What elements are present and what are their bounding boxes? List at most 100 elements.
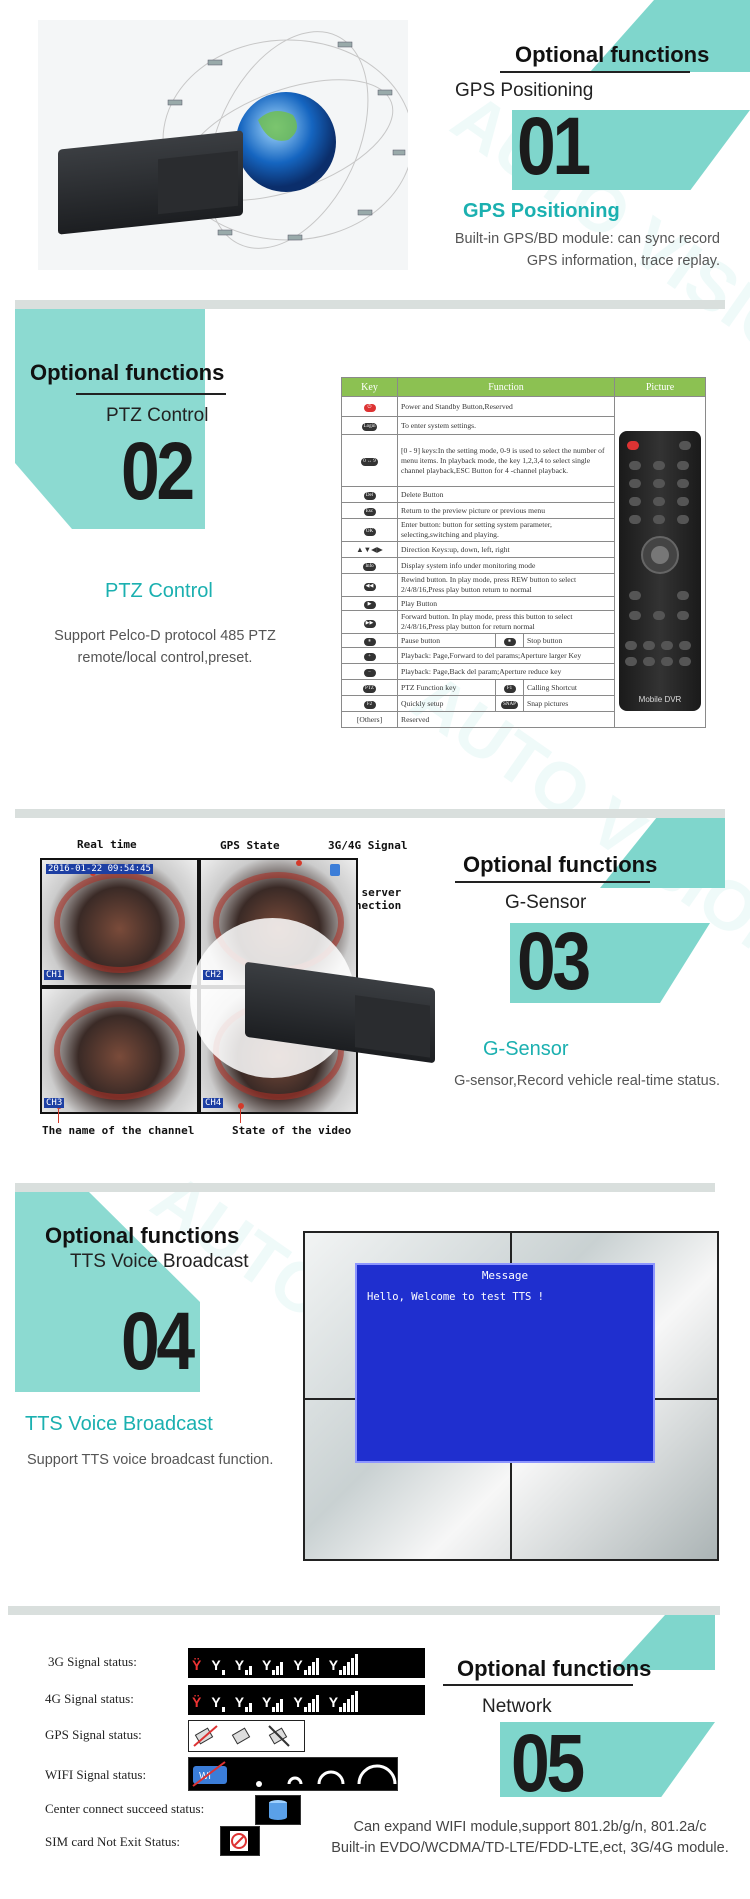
- signal-icon-5: Y: [329, 1690, 359, 1712]
- remote-key: [653, 515, 665, 524]
- remote-key: [677, 515, 689, 524]
- divider: [15, 300, 725, 309]
- title-underline: [455, 881, 650, 883]
- remote-key: [677, 591, 689, 600]
- function-cell: Quickly setup: [396, 695, 497, 712]
- status-label-center: Center connect succeed status:: [45, 1801, 205, 1816]
- section-number: 03: [517, 916, 591, 1007]
- function-cell: To enter system settings.: [397, 416, 615, 435]
- remote-login-button: [679, 441, 691, 450]
- feature-description: Built-in GPS/BD module: can sync record …: [400, 228, 720, 272]
- key-cell: OK: [341, 518, 398, 542]
- server-connected-icon: [255, 1795, 301, 1825]
- minus-key-icon: −: [363, 669, 376, 677]
- antenna-icon: Ÿ: [192, 1694, 202, 1710]
- table-row: 0 ↔ 9 [0 - 9] keys:In the setting mode, …: [341, 434, 706, 487]
- table-row: ▲▼◀▶ Direction Keys:up, down, left, righ…: [341, 541, 706, 558]
- satellite-icon: [193, 1725, 290, 1747]
- signal-icon-2: Y: [234, 1690, 253, 1712]
- forward-key-icon: ▶▶: [363, 619, 376, 628]
- feature-description: G-sensor,Record vehicle real-time status…: [454, 1073, 720, 1089]
- play-key-icon: ▶: [363, 601, 376, 609]
- table-row: Del Delete Button: [341, 486, 706, 503]
- key-cell: F2: [341, 695, 398, 712]
- camera-view-ch3: [42, 989, 197, 1112]
- antenna-icon: Y: [293, 1657, 303, 1673]
- channel-label: CH3: [44, 1098, 65, 1108]
- remote-key: [629, 497, 641, 506]
- signal-bar: [280, 1662, 284, 1675]
- antenna-icon: Y: [262, 1657, 272, 1673]
- antenna-icon: Y: [262, 1694, 272, 1710]
- table-header: Function: [397, 377, 615, 397]
- signal-bar: [315, 1695, 319, 1712]
- signal-strip-4g: Ÿ Y Y Y Y Y: [188, 1685, 425, 1715]
- remote-key: [629, 479, 641, 488]
- signal-bar: [221, 1670, 225, 1675]
- signal-bar: [355, 1654, 359, 1675]
- signal-strip-3g: Ÿ Y Y Y Y Y: [188, 1648, 425, 1678]
- signal-bar: [343, 1666, 347, 1675]
- remote-key: [679, 641, 691, 650]
- function-cell: Stop button: [523, 633, 615, 648]
- feature-description: Support Pelco-D protocol 485 PTZ remote/…: [30, 625, 300, 669]
- remote-key: [661, 657, 673, 666]
- ptz-key-icon: PTZ: [363, 685, 376, 693]
- table-row: − Playback: Page,Back del param;Aperture…: [341, 663, 706, 680]
- function-cell: Pause button: [396, 633, 497, 648]
- tts-message-dialog: Message Hello, Welcome to test TTS !: [355, 1263, 655, 1463]
- desc-line: Built-in GPS/BD module: can sync record: [454, 231, 720, 247]
- title-underline: [76, 393, 226, 395]
- signal-icon-4: Y: [293, 1653, 319, 1675]
- del-key-icon: Del: [363, 492, 376, 500]
- function-cell: Display system info under monitoring mod…: [397, 557, 615, 574]
- annotation-gps-state: GPS State: [220, 839, 280, 852]
- pause-key-icon: ⏸: [363, 638, 376, 646]
- signal-icon-5: Y: [329, 1653, 359, 1675]
- function-cell: Snap pictures: [523, 695, 615, 712]
- signal-bar: [343, 1703, 347, 1712]
- remote-ok-button: [651, 546, 669, 564]
- annotation-marker: [238, 1103, 244, 1109]
- sim-missing-icon: [220, 1826, 260, 1856]
- function-cell: Reserved: [397, 711, 615, 728]
- dialog-message: Hello, Welcome to test TTS !: [367, 1291, 545, 1303]
- key-cell: [Others]: [341, 711, 398, 728]
- signal-bar: [339, 1707, 343, 1712]
- signal-bar: [351, 1658, 355, 1675]
- info-key-icon: Info: [363, 563, 376, 571]
- feature-title: G-Sensor: [483, 1038, 569, 1060]
- desc-line: Support Pelco-D protocol 485 PTZ: [54, 628, 276, 644]
- remote-key: [677, 497, 689, 506]
- section-gps: Optional functions GPS Positioning 01 GP…: [0, 0, 750, 300]
- signal-bar: [339, 1670, 343, 1675]
- signal-icon-2: Y: [234, 1653, 253, 1675]
- channel-label: CH2: [203, 970, 224, 980]
- antenna-icon: Y: [234, 1657, 245, 1673]
- remote-key: [643, 657, 655, 666]
- signal-bar: [311, 1699, 315, 1712]
- key-cell: ▲▼◀▶: [341, 541, 398, 558]
- section-tts: Optional functions TTS Voice Broadcast 0…: [0, 1175, 750, 1595]
- ok-key-icon: OK: [363, 527, 376, 536]
- antenna-icon: Y: [234, 1694, 245, 1710]
- key-cell: Info: [341, 557, 398, 574]
- remote-key: [629, 515, 641, 524]
- feature-description: Support TTS voice broadcast function.: [27, 1452, 274, 1468]
- annotation-marker: [296, 860, 302, 866]
- function-cell: Delete Button: [397, 486, 615, 503]
- function-cell: Rewind button. In play mode, press REW b…: [397, 573, 615, 597]
- signal-icon-3: Y: [262, 1653, 284, 1675]
- function-cell: PTZ Function key: [396, 679, 497, 696]
- table-row: OK Enter button: button for setting syst…: [341, 518, 706, 542]
- key-cell: ⏸: [341, 633, 398, 648]
- remote-key: [625, 657, 637, 666]
- remote-key: [629, 461, 641, 470]
- signal-icon-4: Y: [293, 1690, 319, 1712]
- signal-bar: [245, 1707, 249, 1712]
- key-cell: SNAP: [495, 695, 525, 712]
- key-cell: Login: [341, 416, 398, 435]
- title-underline: [500, 71, 690, 73]
- number-keys-icon: 0 ↔ 9: [361, 458, 378, 466]
- table-row: ▶▶ Forward button. In play mode, press t…: [341, 610, 706, 634]
